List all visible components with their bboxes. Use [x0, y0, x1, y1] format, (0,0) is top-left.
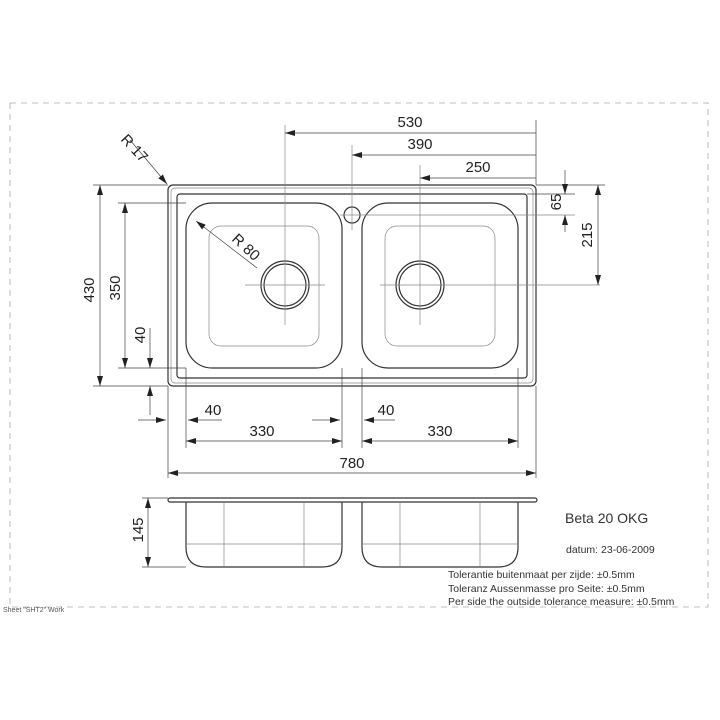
dim-350: 350: [107, 275, 124, 300]
left-bowl: [185, 202, 343, 369]
dim-390: 390: [407, 136, 432, 153]
dim-530: 530: [397, 114, 422, 131]
sheet-label: Sheet "SHT2" Work: [3, 607, 65, 614]
bottom-dimensions: 40 40 330 330 780: [138, 368, 537, 478]
dim-780: 780: [339, 455, 364, 472]
left-bowl-floor: [208, 225, 320, 347]
dim-215: 215: [579, 222, 596, 247]
left-bowl-profile: [185, 502, 343, 568]
right-bowl: [361, 202, 519, 369]
dim-40-right: 40: [378, 402, 395, 419]
right-bowl-profile: [361, 502, 519, 568]
tolerance-dutch: Tolerantie buitenmaat per zijde: ±0.5mm: [448, 569, 635, 581]
dim-330-left: 330: [249, 423, 274, 440]
side-rim: [167, 497, 538, 503]
left-dimensions: 430 350 40 R 17 R 80: [81, 131, 263, 415]
dim-430: 430: [81, 277, 98, 302]
sheet-frame: [9, 102, 709, 608]
dim-65: 65: [548, 194, 565, 211]
radius-17-label: R 17: [117, 131, 151, 166]
dim-250: 250: [465, 159, 490, 176]
drawing-date: datum: 23-06-2009: [566, 544, 655, 556]
radius-80-leader: [195, 220, 258, 269]
right-bowl-floor: [384, 225, 496, 347]
dim-40-left: 40: [205, 402, 222, 419]
dim-40-vertical: 40: [132, 327, 149, 344]
dim-145: 145: [130, 517, 147, 542]
sink-side-view: 145: [130, 497, 538, 568]
tolerance-english: Per side the outside tolerance measure: …: [448, 596, 675, 608]
radius-17-leader: [129, 139, 168, 185]
tolerance-german: Toleranz Aussenmasse pro Seite: ±0.5mm: [448, 583, 645, 595]
right-dimensions: 65 215: [527, 170, 605, 285]
sink-top-view: [167, 125, 600, 387]
dim-330-right: 330: [427, 423, 452, 440]
model-title: Beta 20 OKG: [565, 510, 648, 526]
top-dimensions: 530 390 250: [285, 114, 537, 185]
